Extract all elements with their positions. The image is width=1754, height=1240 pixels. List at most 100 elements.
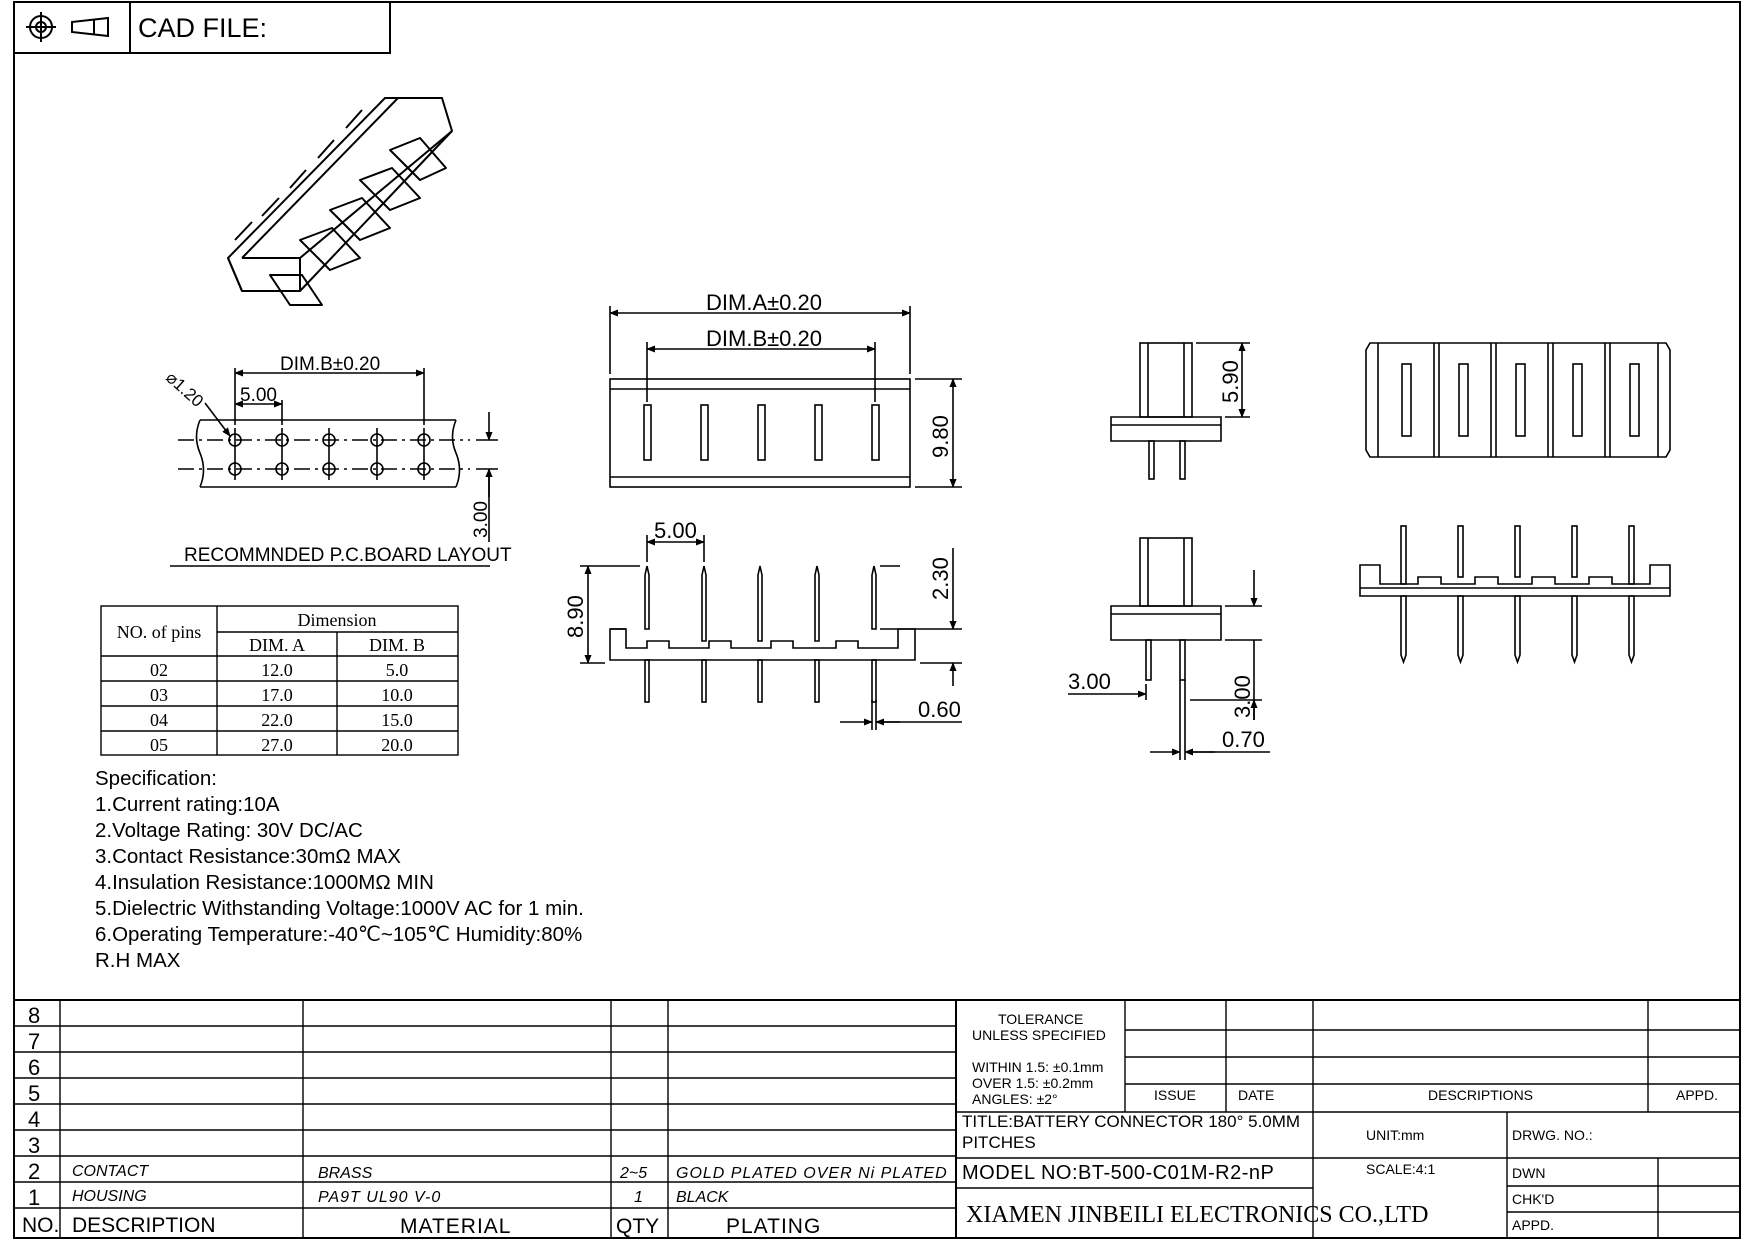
tolerance-within: WITHIN 1.5: ±0.1mm [972,1059,1103,1075]
side-pin-width-label: 0.70 [1222,727,1265,752]
pcb-hole-diameter-label: ⌀1.20 [162,368,207,411]
scale-label: SCALE:4:1 [1366,1161,1435,1177]
bom-table [14,999,1740,1238]
bottom-pins [644,565,877,703]
table-col-dim-a: DIM. A [249,635,305,655]
table-cell-dim-a: 22.0 [261,710,293,730]
model-number: MODEL NO:BT-500-C01M-R2-nP [962,1162,1274,1184]
approved-label: APPD. [1512,1217,1554,1233]
table-cell-pins: 04 [150,710,168,730]
cad-file-label: CAD FILE: [138,13,267,43]
table-cell-dim-b: 15.0 [381,710,413,730]
specification-title: Specification: [95,767,217,790]
right-elevation-view [1359,525,1671,665]
table-cell-dim-a: 17.0 [261,685,293,705]
table-cell-pins: 05 [150,735,168,755]
top-view [1365,342,1671,458]
front-dim-a-label: DIM.A±0.20 [706,290,822,315]
bom-row-number: 1 [28,1185,40,1210]
bottom-pin-width-label: 0.60 [918,697,961,722]
title-block [956,1000,1740,1238]
unit-label: UNIT:mm [1366,1127,1424,1143]
bom-header-material: MATERIAL [400,1215,511,1238]
tolerance-over: OVER 1.5: ±0.2mm [972,1075,1093,1091]
bom-plating-cell: GOLD PLATED OVER Ni PLATED [676,1165,948,1182]
title-line-1: TITLE:BATTERY CONNECTOR 180° 5.0MM [962,1112,1300,1131]
bom-description-cell: HOUSING [72,1188,147,1205]
date-header: DATE [1238,1087,1274,1103]
right-elevation-pins [1400,525,1635,665]
bom-row-number: 2 [28,1159,40,1184]
top-view-slots [1401,363,1640,437]
side-view-bottom [1068,537,1270,760]
bom-header-qty: QTY [616,1215,659,1238]
front-dim-b-label: DIM.B±0.20 [706,326,822,351]
specification-item: 5.Dielectric Withstanding Voltage:1000V … [95,897,584,920]
side-pin-length-label: 3.00 [1230,675,1255,718]
specification-item: 1.Current rating:10A [95,793,280,816]
drawing-number-label: DRWG. NO.: [1512,1127,1593,1143]
bom-header-description: DESCRIPTION [72,1214,216,1237]
specification-item: 4.Insulation Resistance:1000MΩ MIN [95,871,434,894]
bom-header-plating: PLATING [726,1215,821,1238]
specification-item: 3.Contact Resistance:30mΩ MAX [95,845,401,868]
bom-row-number: 4 [28,1107,40,1132]
specification-item: R.H MAX [95,949,181,972]
specification-item: 2.Voltage Rating: 30V DC/AC [95,819,363,842]
descriptions-header: DESCRIPTIONS [1428,1087,1533,1103]
table-cell-dim-a: 12.0 [261,660,293,680]
appd-header: APPD. [1676,1087,1718,1103]
table-col-dim-b: DIM. B [369,635,425,655]
company-name: XIAMEN JINBEILI ELECTRONICS CO.,LTD [966,1202,1428,1228]
specification-block: Specification: 1.Current rating:10A 2.Vo… [95,766,584,974]
bom-qty-cell: 1 [634,1189,643,1206]
pcb-dim-b-label: DIM.B±0.20 [280,354,380,375]
pcb-layout-caption: RECOMMNDED P.C.BOARD LAYOUT [184,545,512,566]
bom-material-cell: PA9T UL90 V-0 [318,1189,441,1206]
front-height-label: 9.80 [928,415,953,458]
table-cell-dim-a: 27.0 [261,735,293,755]
bom-material-cell: BRASS [318,1165,373,1182]
side-top-height-label: 5.90 [1218,360,1243,403]
outer-frame [13,1,1741,1239]
pcb-hole-pattern [228,428,431,480]
tolerance-angles: ANGLES: ±2° [972,1091,1058,1107]
bom-header-no: NO. [22,1214,59,1237]
bom-row-number: 5 [28,1081,40,1106]
bottom-view [580,535,962,730]
table-col-pins: NO. of pins [117,622,202,642]
pcb-row-spacing-label: 3.00 [471,501,492,538]
bottom-overall-label: 8.90 [563,595,588,638]
bottom-pitch-label: 5.00 [654,518,697,543]
table-cell-pins: 03 [150,685,168,705]
isometric-view [227,97,453,306]
pcb-layout-view [170,368,498,567]
specification-item: 6.Operating Temperature:-40℃~105℃ Humidi… [95,923,583,946]
checked-label: CHK'D [1512,1191,1554,1207]
bom-description-cell: CONTACT [72,1163,149,1180]
tolerance-subtitle: UNLESS SPECIFIED [972,1027,1106,1043]
front-slots [643,404,880,461]
bom-row-number: 7 [28,1029,40,1054]
issue-header: ISSUE [1154,1087,1196,1103]
bom-row-number: 8 [28,1003,40,1028]
bom-plating-cell: BLACK [676,1189,730,1206]
projection-symbol-icon [26,12,109,42]
bom-qty-cell: 2~5 [619,1165,647,1182]
header-box: CAD FILE: [13,1,391,54]
pcb-pitch-label: 5.00 [240,385,277,406]
tolerance-title: TOLERANCE [998,1011,1083,1027]
bom-row-number: 3 [28,1133,40,1158]
bottom-upper-label: 2.30 [928,557,953,600]
table-cell-dim-b: 5.0 [386,660,409,680]
table-cell-dim-b: 20.0 [381,735,413,755]
side-view-top [1110,342,1250,480]
bom-row-number: 6 [28,1055,40,1080]
drawn-label: DWN [1512,1165,1545,1181]
title-line-2: PITCHES [962,1133,1036,1152]
table-cell-dim-b: 10.0 [381,685,413,705]
dimension-table [100,605,459,756]
front-view [609,306,962,488]
table-cell-pins: 02 [150,660,168,680]
